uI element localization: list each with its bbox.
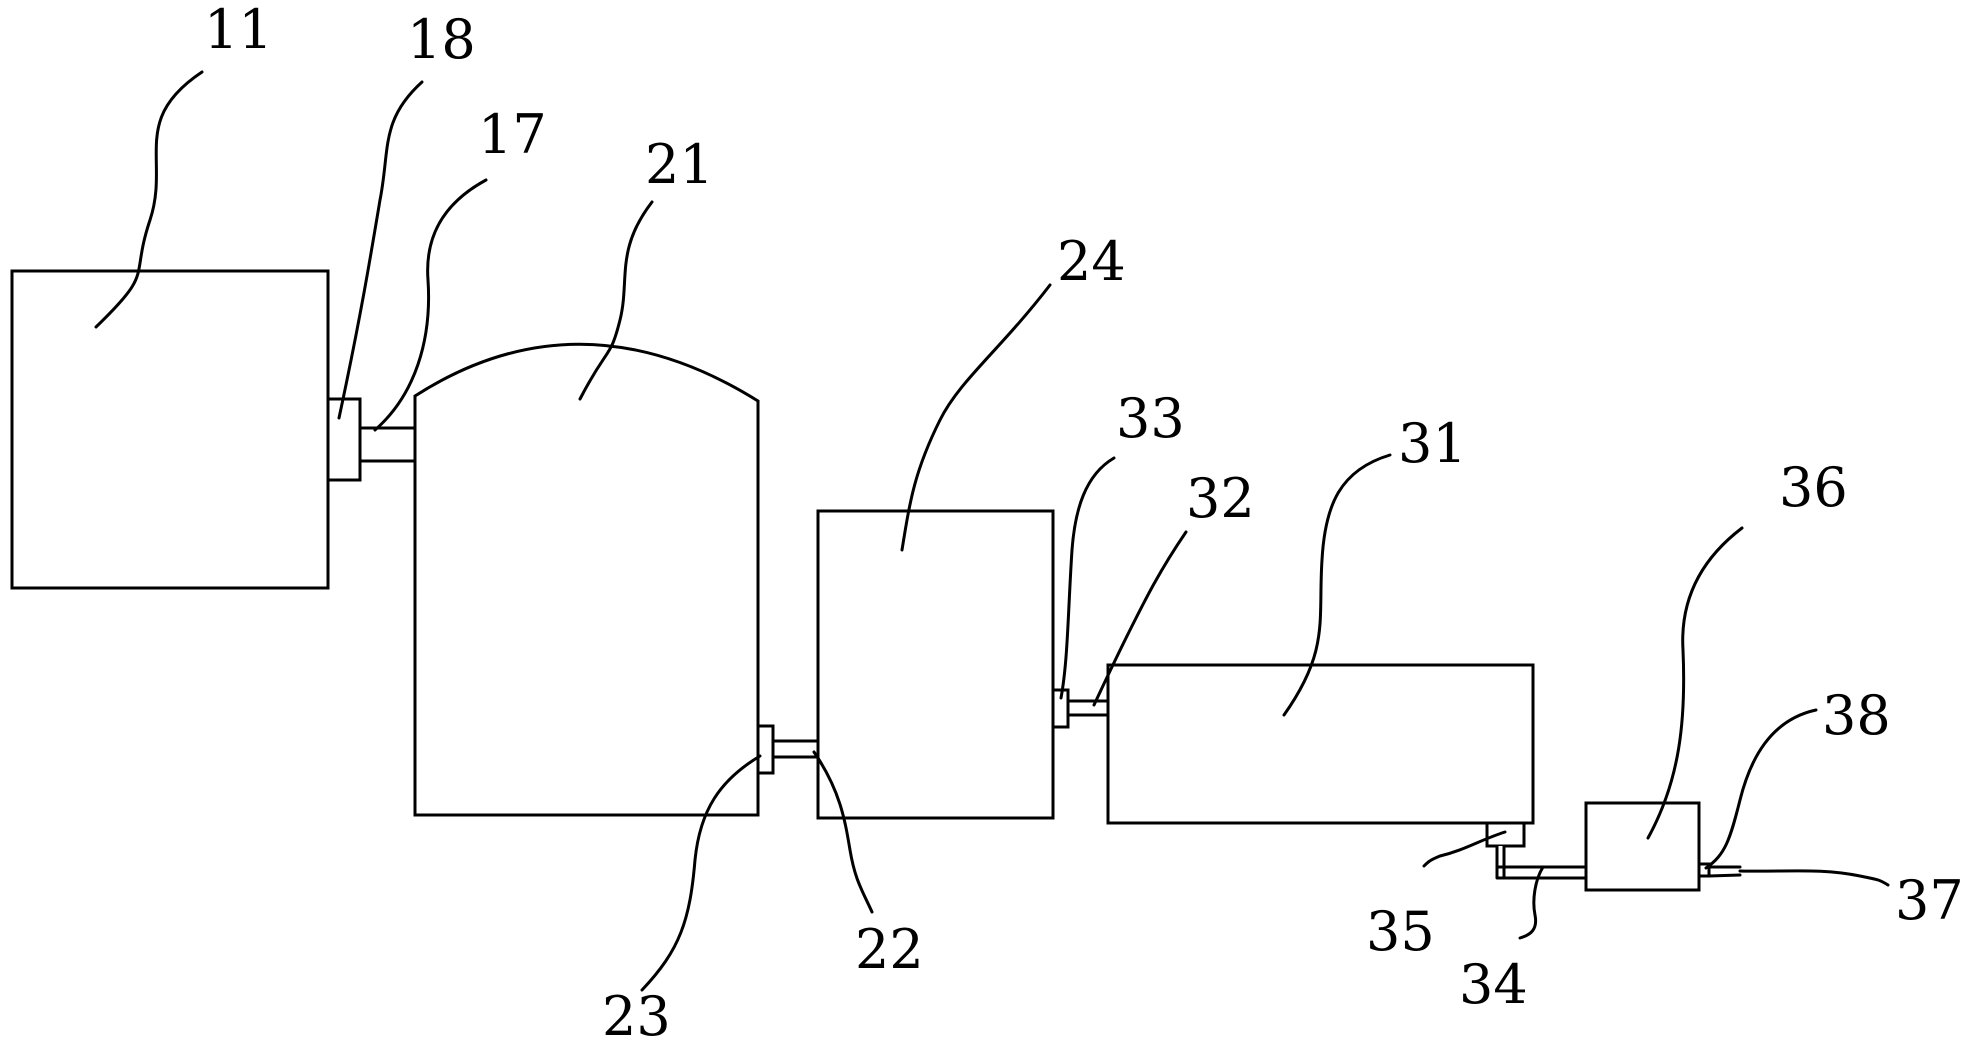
label-34: 34	[1459, 953, 1528, 1016]
leader-34	[1518, 865, 1545, 940]
label-18: 18	[407, 8, 476, 71]
leader-18	[337, 80, 424, 420]
label-17: 17	[478, 103, 547, 166]
label-21: 21	[645, 133, 714, 196]
label-33: 33	[1116, 387, 1185, 450]
label-32: 32	[1186, 467, 1255, 530]
component-11-box	[10, 269, 330, 590]
component-32-pipe	[1066, 699, 1110, 717]
component-36-box	[1584, 801, 1701, 892]
component-31-box	[1106, 663, 1535, 825]
component-17-pipe	[358, 426, 417, 463]
label-24: 24	[1057, 230, 1126, 293]
leader-24	[900, 283, 1052, 552]
label-31: 31	[1398, 412, 1467, 475]
leader-33	[1059, 456, 1116, 700]
label-35: 35	[1366, 900, 1435, 963]
component-23-connector	[756, 724, 775, 775]
leader-36	[1646, 526, 1744, 840]
component-38-fitting	[1697, 862, 1711, 878]
component-22-pipe	[771, 739, 820, 759]
leader-31	[1282, 453, 1392, 717]
label-37: 37	[1895, 869, 1964, 932]
leader-32	[1092, 530, 1188, 707]
leader-37	[1738, 869, 1890, 887]
component-34-pipe-segment	[1495, 844, 1588, 880]
component-24-box	[816, 509, 1055, 820]
label-36: 36	[1779, 456, 1848, 519]
leader-22	[812, 750, 874, 914]
leader-38	[1704, 708, 1818, 870]
label-22: 22	[855, 918, 924, 981]
component-18-connector	[326, 397, 362, 482]
leader-21	[578, 200, 654, 401]
component-21-tank	[413, 342, 760, 817]
component-34-pipe	[1495, 846, 1588, 880]
label-23: 23	[602, 985, 671, 1048]
label-38: 38	[1822, 684, 1891, 747]
leader-23	[640, 754, 762, 992]
leader-11	[94, 70, 204, 329]
leader-17	[373, 178, 488, 432]
label-11: 11	[204, 0, 273, 61]
component-37-tube-lower	[1707, 873, 1742, 878]
leader-35	[1422, 830, 1507, 868]
component-35-outlet	[1485, 821, 1526, 848]
